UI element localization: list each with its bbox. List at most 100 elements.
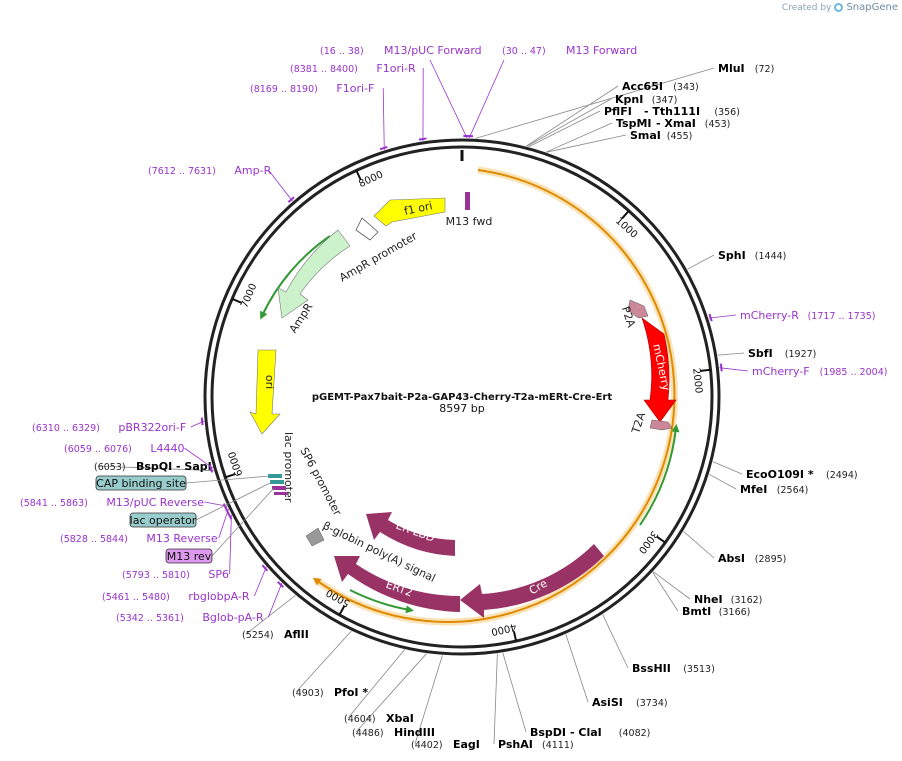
enzyme-site: (4402): [411, 740, 443, 751]
enzyme-name-alt: - SapI: [176, 460, 212, 473]
primer-mark: [719, 363, 723, 372]
f1-ori-label: f1 ori: [403, 199, 434, 218]
enzyme-name: BmtI: [682, 605, 711, 618]
ori-feature: [249, 349, 281, 435]
primer-name: mCherry-R: [740, 309, 799, 322]
enzyme-name: PflFI: [604, 105, 632, 118]
enzyme-name: MluI: [718, 62, 745, 75]
enzyme-site: (356): [714, 107, 740, 118]
primer-range: (7612 .. 7631): [148, 166, 216, 177]
primer-mark: [379, 145, 388, 151]
m13-fwd-feature: [465, 192, 470, 210]
enzyme-leader-line: [717, 352, 745, 356]
bglobin-polya-feature: [305, 527, 325, 547]
enzyme-name: HindIII: [394, 726, 435, 739]
boxed-label-leader: [185, 475, 271, 484]
plasmid-name: pGEMT-Pax7bait-P2a-GAP43-Cherry-T2a-mERt…: [312, 392, 612, 403]
boxed-label-box: [165, 548, 213, 564]
enzyme-leader-line: [475, 67, 715, 139]
cre-feature: [460, 544, 604, 618]
primer-name: M13 Forward: [566, 44, 637, 57]
enzyme-name: SmaI: [630, 129, 661, 142]
primer-range: (6059 .. 6076): [64, 444, 132, 455]
primer-mark: [261, 564, 269, 572]
enzyme-site: (1444): [755, 251, 787, 262]
enzyme-leader-line: [295, 630, 352, 693]
enzyme-name: PfoI *: [334, 686, 368, 699]
primer-name: M13/pUC Reverse: [106, 496, 204, 509]
primer-leader-line: [204, 501, 228, 507]
backbone-outer-ring: [203, 138, 721, 656]
green-track-bottom: [349, 589, 414, 614]
primer-name: pBR322ori-F: [118, 421, 186, 434]
backbone-inner-ring: [210, 145, 714, 649]
enzyme-leader-line: [355, 653, 427, 733]
primer-mark: [200, 417, 204, 426]
tick-mark: [621, 210, 630, 219]
lac-promoter-label: lac promoter: [282, 432, 295, 503]
boxed-label-box: [95, 475, 187, 491]
primer-range: (6310 .. 6329): [32, 423, 100, 434]
primer-range: (1985 .. 2004): [820, 367, 888, 378]
enzyme-name: EagI: [453, 738, 480, 751]
primer-name: F1ori-F: [336, 82, 374, 95]
enzyme-site: (2895): [755, 554, 787, 565]
tick-mark: [656, 535, 666, 544]
enzyme-name: NheI: [694, 593, 723, 606]
primer-leader-line: [254, 566, 267, 597]
enzyme-name-alt: - XmaI: [656, 117, 696, 130]
enzyme-name: KpnI: [615, 93, 643, 106]
primer-name: F1ori-R: [376, 62, 416, 75]
enzyme-layer: MluI(72)Acc65I(343)KpnI(347)PflFI- Tth11…: [94, 62, 858, 751]
credit-prefix: Created by: [781, 2, 832, 13]
tick-label: 5000: [325, 586, 353, 608]
boxed-label-text: M13 rev: [167, 550, 212, 563]
f1-ori-feature: [373, 197, 446, 227]
enzyme-leader-line: [347, 649, 405, 719]
primer-mark: [708, 313, 713, 322]
mcherry-feature: [641, 317, 677, 423]
primer-range: (5841 .. 5863): [20, 498, 88, 509]
t2a-label: T2A: [629, 410, 648, 436]
enzyme-site: (3513): [683, 664, 715, 675]
enzyme-leader-line: [565, 634, 589, 703]
primer-mark: [224, 505, 230, 514]
enzyme-site: (4903): [292, 688, 324, 699]
boxed-label-leader: [211, 487, 275, 557]
tick-mark: [224, 473, 236, 479]
primer-leader-line: [708, 314, 737, 319]
primer-range: (30 .. 47): [502, 46, 546, 57]
orf-track: [312, 169, 676, 623]
snapgene-logo-icon: [834, 3, 844, 12]
enzyme-leader-line: [502, 652, 527, 733]
primer-name: Bglob-pA-R: [202, 611, 264, 624]
tick-mark: [231, 297, 242, 304]
enzyme-leader-line: [652, 571, 691, 600]
primer-mark: [287, 196, 295, 203]
enzyme-leader-line: [546, 134, 627, 153]
enzyme-name: SbfI: [748, 347, 773, 360]
sp6-marker: [274, 492, 288, 495]
primer-name: rbglobpA-R: [188, 590, 249, 603]
green-track-right: [639, 424, 680, 526]
enzyme-leader-line: [493, 653, 498, 745]
enzyme-leader-line: [712, 461, 743, 475]
enzyme-name-alt: - Tth111I: [644, 105, 700, 118]
tick-label: 2000: [690, 368, 704, 394]
enzyme-leader-line: [602, 614, 629, 669]
ampr-promoter-feature: [355, 217, 379, 241]
credit-brand: SnapGene: [846, 2, 898, 13]
tick-label: 3000: [636, 528, 660, 555]
tick-label: 7000: [239, 282, 259, 310]
primer-leader-line: [218, 508, 229, 539]
tick-mark: [338, 605, 346, 616]
boxed-label-box: [129, 512, 197, 528]
primer-leader-line: [429, 59, 468, 139]
enzyme-leader-line: [526, 98, 612, 147]
enzyme-name: Acc65I: [622, 80, 663, 93]
boxed-label-text: lac operator: [130, 514, 197, 527]
plasmid-length: 8597 bp: [439, 402, 484, 415]
enzyme-name: AsiSI: [592, 696, 623, 709]
primer-leader-line: [382, 87, 385, 150]
enzyme-leader-line: [97, 465, 214, 472]
